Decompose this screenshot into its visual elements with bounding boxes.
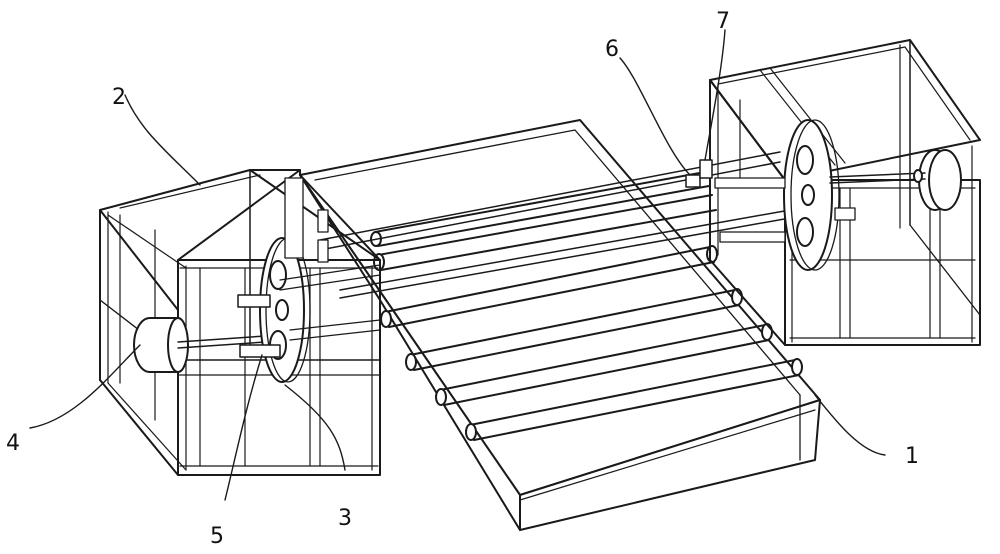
upper-rollers: [319, 151, 791, 299]
roller: [405, 288, 743, 371]
callout-4: 4: [6, 431, 20, 456]
roller: [465, 358, 803, 441]
rotating-disc: [783, 119, 840, 271]
callout-7: 7: [716, 9, 730, 34]
callout-5: 5: [210, 524, 224, 549]
motor: [918, 149, 962, 211]
callout-6: 6: [605, 37, 619, 62]
roller-group: [380, 245, 803, 441]
roller: [380, 245, 718, 328]
motor: [133, 317, 189, 373]
callout-leaders: [29, 29, 886, 501]
right-frame-box: [685, 39, 981, 346]
roller: [370, 171, 710, 247]
callout-3: 3: [338, 506, 352, 531]
left-frame-box: [99, 169, 381, 476]
callout-2: 2: [112, 85, 126, 110]
callout-1: 1: [905, 444, 919, 469]
callout-labels: 1 2 3 4 5 6 7: [6, 9, 919, 549]
